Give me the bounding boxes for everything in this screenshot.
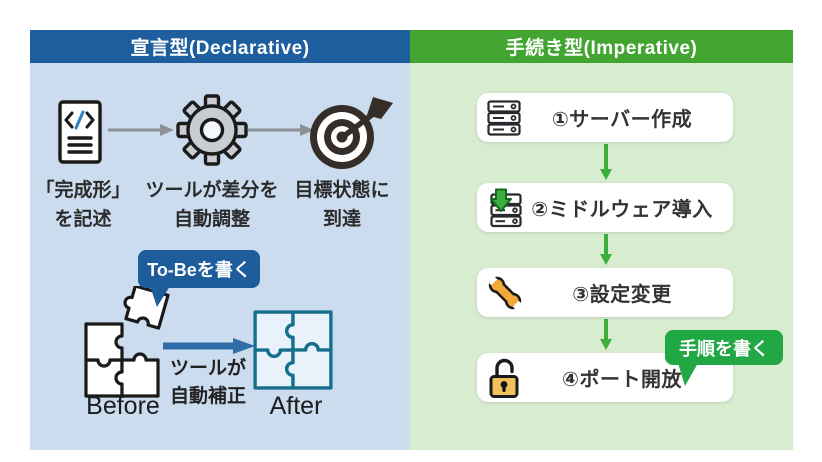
declarative-header-label: 宣言型(Declarative) [130,38,310,59]
declarative-header: 宣言型(Declarative) [30,30,410,63]
to-be-callout: To-Beを書く [138,250,260,288]
server-icon [487,99,521,136]
imperative-step-1-label: ①サーバー作成 [551,109,693,131]
imperative-step-3-label: ③設定変更 [572,284,672,306]
auto-correct-arrow-icon [163,338,255,354]
procedure-callout: 手順を書く [665,330,783,365]
wrench-icon [487,274,523,311]
declarative-step-3-label: 目標状態に 到達 [294,180,390,230]
procedure-callout-tail [678,363,698,386]
padlock-open-icon [487,357,521,399]
imperative-step-2-card: ②ミドルウェア導入 [477,183,733,232]
step-arrow-1-icon [600,144,612,180]
step-arrow-3-icon [600,319,612,350]
code-file-icon [58,100,102,164]
target-icon [310,97,393,169]
flow-arrow-2-icon [248,124,314,136]
procedure-callout-label: 手順を書く [679,338,769,359]
imperative-panel: 手続き型(Imperative) [410,30,793,450]
declarative-step-1-label: 「完成形」 を記述 [35,180,131,230]
imperative-step-4-label: ④ポート開放 [562,369,682,391]
after-label: After [269,392,323,420]
imperative-step-1-card: ①サーバー作成 [477,93,733,142]
imperative-step-2-label: ②ミドルウェア導入 [531,199,713,221]
to-be-callout-label: To-Beを書く [147,260,251,280]
imperative-step-3-card: ③設定変更 [477,268,733,317]
auto-correct-caption: ツールが 自動補正 [169,358,246,407]
before-puzzle-icon [84,286,170,398]
before-label: Before [86,392,160,420]
imperative-header-label: 手続き型(Imperative) [505,38,698,59]
declarative-step-2-label: ツールが差分を 自動調整 [145,180,279,230]
declarative-panel: 宣言型(Declarative) [30,30,410,450]
flow-arrow-1-icon [108,124,174,136]
to-be-callout-tail [150,286,170,307]
server-install-icon [487,188,523,228]
imperative-header: 手続き型(Imperative) [410,30,793,63]
step-arrow-2-icon [600,234,612,265]
after-puzzle-icon [253,310,333,390]
gear-icon [176,94,248,166]
